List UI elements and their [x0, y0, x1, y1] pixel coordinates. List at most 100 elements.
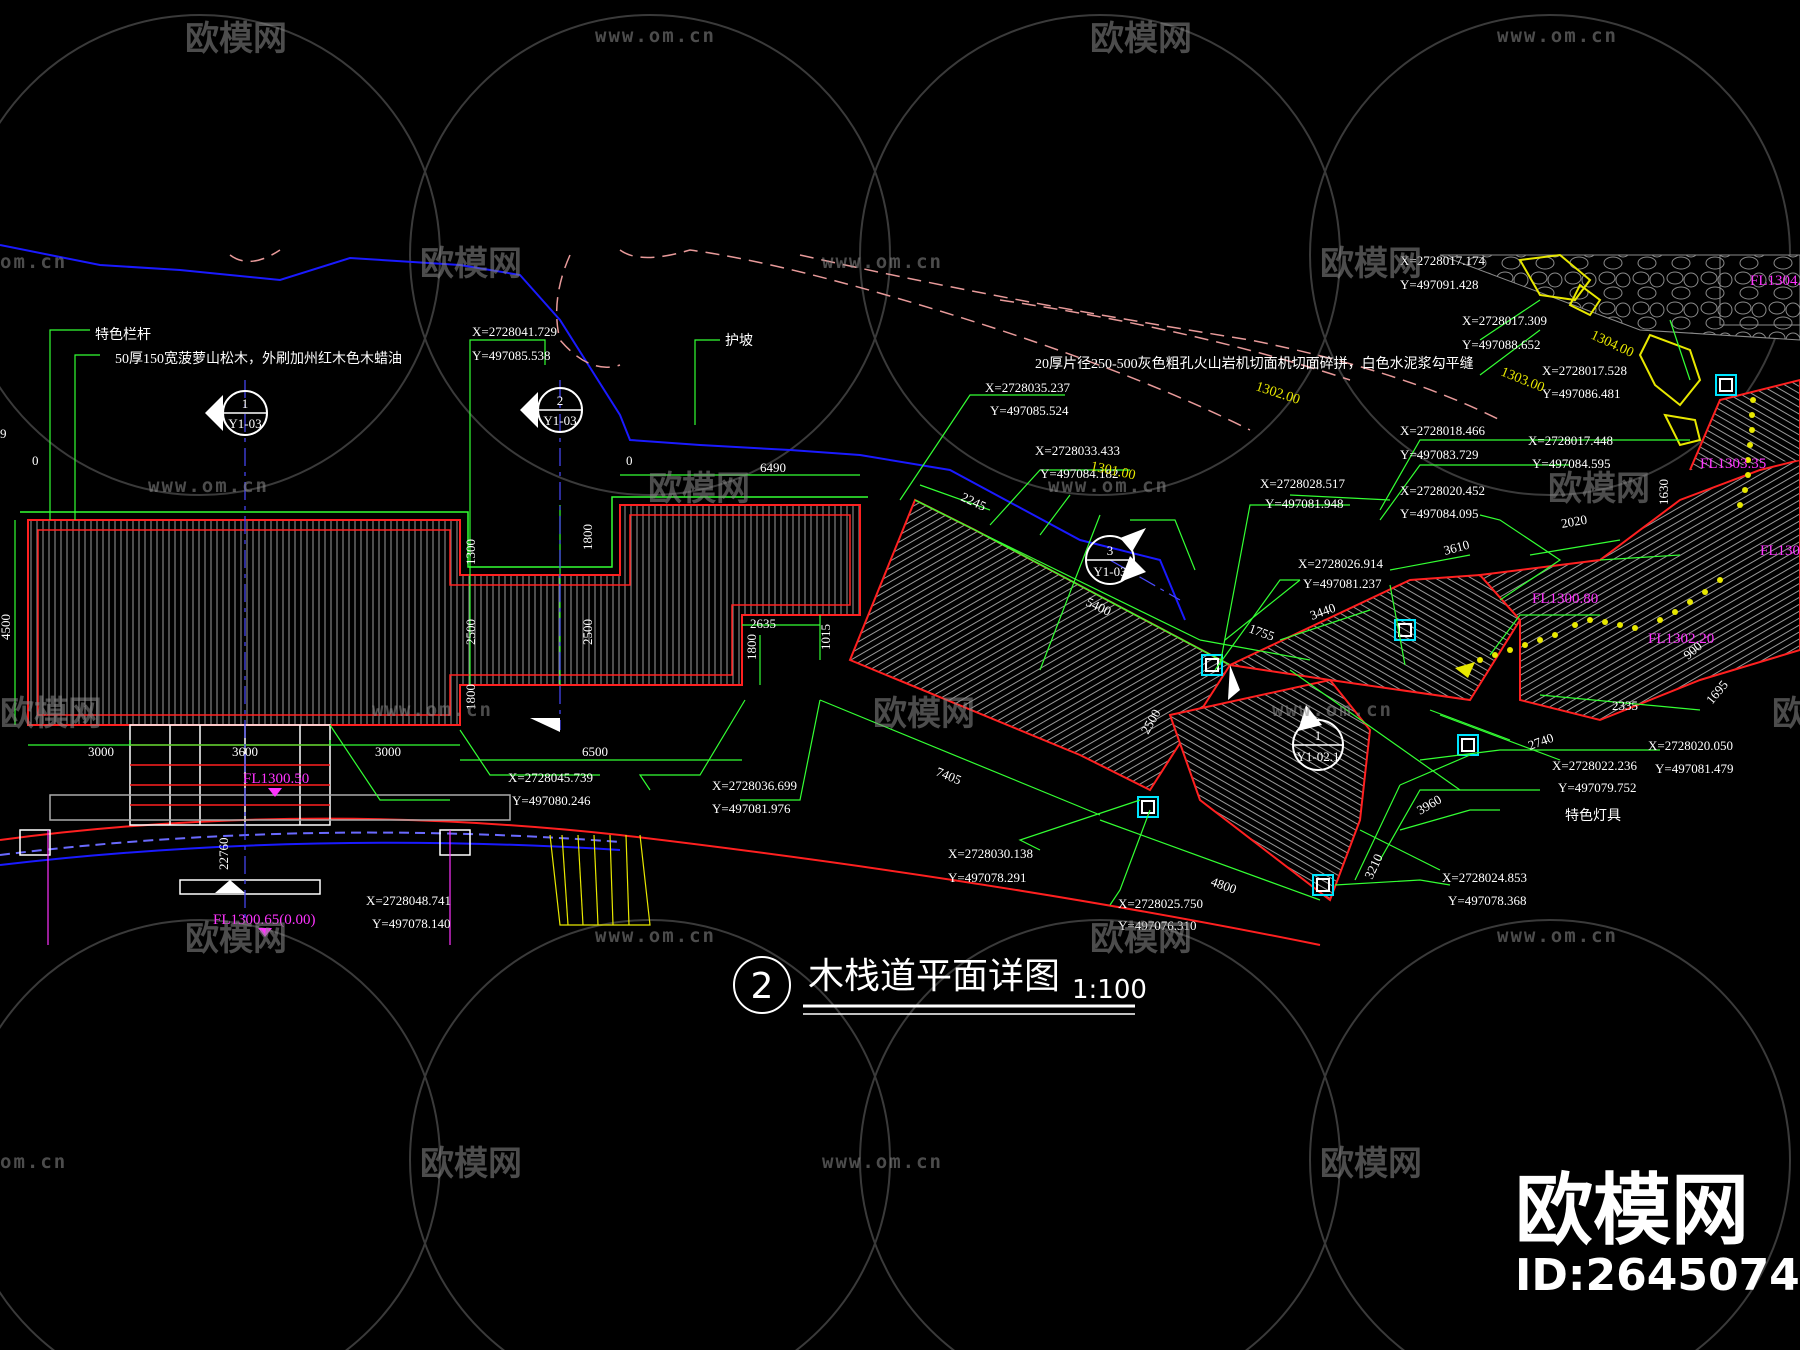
- elevation-labels: FL1300.50 FL1300.65(0.00) FL1300.80 FL13…: [213, 273, 1800, 937]
- section-mark-4: 1 Y1-02.1: [1292, 705, 1344, 771]
- elevation-label: FL1302.95: [1760, 543, 1800, 559]
- elevation-marker-icon: [268, 788, 282, 797]
- dim-label: 2500: [580, 619, 595, 645]
- coord-label: X=2728028.517: [1260, 476, 1345, 491]
- site-boundary-lines: [0, 244, 1186, 621]
- dim-label: 6500: [582, 744, 608, 759]
- drawing-title: 木栈道平面详图: [808, 956, 1060, 997]
- drawing-number-circle: [733, 956, 791, 1014]
- watermark-url: www.om.cn: [595, 925, 716, 947]
- elevation-label: FL1300.65(0.00): [213, 912, 316, 928]
- section-mark-4-sheet: Y1-02.1: [1297, 749, 1340, 764]
- coord-label: X=2728018.466: [1400, 423, 1485, 438]
- watermark-logo: 欧模网: [1320, 1144, 1422, 1184]
- dim-label: 2020: [1560, 512, 1588, 531]
- note-paving: 20厚片径250-500灰色粗孔火山岩机切面机切面碎拼，白色水泥浆勾平缝: [1035, 355, 1474, 372]
- note-slope: 护坡: [725, 333, 753, 349]
- coord-label: X=2728035.237: [985, 380, 1070, 395]
- magenta-markers: [47, 830, 451, 945]
- coord-label: Y=497081.479: [1655, 761, 1733, 776]
- coord-label: Y=497078.140: [372, 916, 450, 931]
- contour-label: 1304.00: [1588, 328, 1636, 361]
- boardwalk-segment-1: [848, 378, 1800, 902]
- note-lamp: 特色灯具: [1565, 807, 1621, 824]
- coord-label: Y=497081.976: [712, 801, 791, 816]
- coord-label: Y=497079.752: [1558, 780, 1636, 795]
- dim-label: 1755: [1247, 621, 1277, 644]
- drawing-title-block: 2 木栈道平面详图 1:100: [733, 956, 1147, 1015]
- dim-label: 6490: [760, 460, 786, 475]
- coord-label: Y=497081.237: [1303, 576, 1382, 591]
- coord-label: X=2728033.433: [1035, 443, 1120, 458]
- coord-label: X=2728022.236: [1552, 758, 1637, 773]
- watermark-logo: 欧模网: [873, 694, 975, 734]
- brand-corner: 欧模网 ID:2645074: [1515, 1166, 1800, 1301]
- section-mark-2-num: 2: [557, 393, 564, 408]
- coord-label: Y=497078.368: [1448, 893, 1526, 908]
- coord-label: Y=497086.481: [1542, 386, 1620, 401]
- watermark-logo: 欧模网: [1090, 19, 1192, 59]
- section-mark-3-num: 3: [1107, 543, 1114, 558]
- watermark-url: om.cn: [0, 1151, 67, 1173]
- coord-label: X=2728041.729: [472, 324, 557, 339]
- dim-label: 3000: [88, 744, 114, 759]
- yellow-dotted-path: [1455, 397, 1756, 678]
- watermark-url: www.om.cn: [1497, 925, 1618, 947]
- drawing-scale: 1:100: [1072, 975, 1147, 1005]
- dim-label: 9: [0, 426, 7, 441]
- dim-label: 0: [626, 453, 633, 468]
- watermark-logo: 欧模网: [1548, 469, 1650, 509]
- dim-label: 1800: [744, 634, 759, 660]
- coord-label: X=2728048.741: [366, 893, 451, 908]
- dim-label: 1695: [1703, 677, 1731, 707]
- watermark-url: www.om.cn: [595, 25, 716, 47]
- elevation-label: FL1300.50: [243, 771, 309, 787]
- dim-label: 1630: [1656, 479, 1671, 505]
- contour-lines: [229, 249, 1501, 431]
- watermark-url: www.om.cn: [148, 475, 269, 497]
- coord-label: Y=497084.595: [1532, 456, 1610, 471]
- coord-label: Y=497085.538: [472, 348, 550, 363]
- dim-label: 3000: [375, 744, 401, 759]
- coordinate-labels: X=2728041.729 Y=497085.538 X=2728035.237…: [366, 253, 1733, 933]
- section-mark-2: 2 Y1-03: [520, 387, 583, 433]
- coord-label: X=2728030.138: [948, 846, 1033, 861]
- watermark-url: www.om.cn: [372, 699, 493, 721]
- dim-label: 3610: [1442, 537, 1471, 558]
- coord-label: Y=497081.948: [1265, 496, 1343, 511]
- coord-label: X=2728020.452: [1400, 483, 1485, 498]
- dim-label: 0: [32, 453, 39, 468]
- coord-label: Y=497091.428: [1400, 277, 1478, 292]
- dim-label: 2635: [750, 616, 776, 631]
- coord-label: Y=497088.652: [1462, 337, 1540, 352]
- dim-label: 7405: [934, 764, 964, 788]
- section-mark-3-sheet: Y1-03: [1093, 564, 1126, 579]
- watermark-logo: 欧模网: [1772, 694, 1800, 734]
- watermark-logo: 欧模网: [1090, 919, 1192, 959]
- coord-label: X=2728017.309: [1462, 313, 1547, 328]
- dim-label: 2245: [959, 489, 989, 514]
- watermark-url: www.om.cn: [822, 1151, 943, 1173]
- shore-lines: [0, 817, 1321, 946]
- dim-label: 4500: [0, 614, 13, 640]
- dim-label: 1800: [580, 524, 595, 550]
- contour-label: 1303.00: [1499, 365, 1547, 396]
- drawing-number: 2: [751, 966, 774, 1007]
- watermark-url: www.om.cn: [822, 251, 943, 273]
- coord-label: Y=497076.310: [1118, 918, 1196, 933]
- brand-name: 欧模网: [1515, 1166, 1749, 1256]
- dim-label: 1015: [818, 624, 833, 650]
- elevation-marker-icon: [258, 928, 272, 937]
- watermark-logo: 欧模网: [1320, 244, 1422, 284]
- coord-label: Y=497078.291: [948, 870, 1026, 885]
- watermark-logo: 欧模网: [420, 244, 522, 284]
- coord-label: X=2728017.448: [1528, 433, 1613, 448]
- dim-label: 22760: [216, 838, 231, 871]
- yellow-rocks: [1518, 253, 1702, 447]
- dim-label: 2740: [1526, 730, 1556, 753]
- coord-label: X=2728020.050: [1648, 738, 1733, 753]
- elevation-label: FL1302.20: [1648, 631, 1714, 647]
- section-mark-1: 1 Y1-03: [205, 390, 268, 436]
- watermark-logo: 欧模网: [0, 694, 102, 734]
- coord-label: Y=497084.095: [1400, 506, 1478, 521]
